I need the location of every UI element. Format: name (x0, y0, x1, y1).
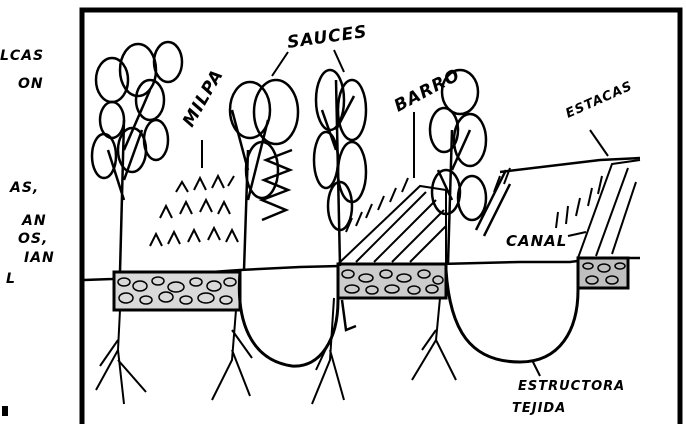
soil-block-3 (578, 258, 628, 288)
willow-tree-1 (92, 42, 182, 272)
label-sauces: SAUCES (286, 22, 369, 53)
soil-block-2 (338, 264, 446, 298)
side-text-3: AS, (9, 180, 39, 196)
canal-bowl-1 (239, 266, 338, 366)
canal-bowl-2 (446, 260, 578, 362)
willow-tree-4 (430, 70, 510, 264)
side-text-4: AN (21, 213, 47, 229)
roots-3 (312, 298, 344, 404)
label-barro: BARRO (391, 65, 464, 116)
roots-4 (412, 298, 456, 380)
roots-1 (96, 310, 146, 404)
surface-line (500, 158, 640, 172)
soil-block-1 (114, 272, 240, 310)
side-text-2: ON (18, 76, 44, 92)
embankment-slope-2 (578, 160, 640, 258)
label-milpa: MILPA (179, 66, 228, 131)
willow-tree-2 (230, 80, 298, 270)
label-estructura-2: TEJIDA (512, 401, 566, 416)
stakes (346, 168, 602, 232)
side-text-5: OS, (18, 231, 48, 247)
side-text-1: LCAS (0, 48, 44, 64)
label-estructura-1: ESTRUCTORA (518, 379, 625, 394)
roots-2 (212, 310, 252, 400)
corner-mark (2, 406, 8, 416)
label-estacas: ESTACAS (564, 79, 636, 122)
side-text-6: IAN (24, 250, 55, 266)
side-text-7: L (6, 271, 16, 287)
label-canal: CANAL (506, 232, 567, 250)
